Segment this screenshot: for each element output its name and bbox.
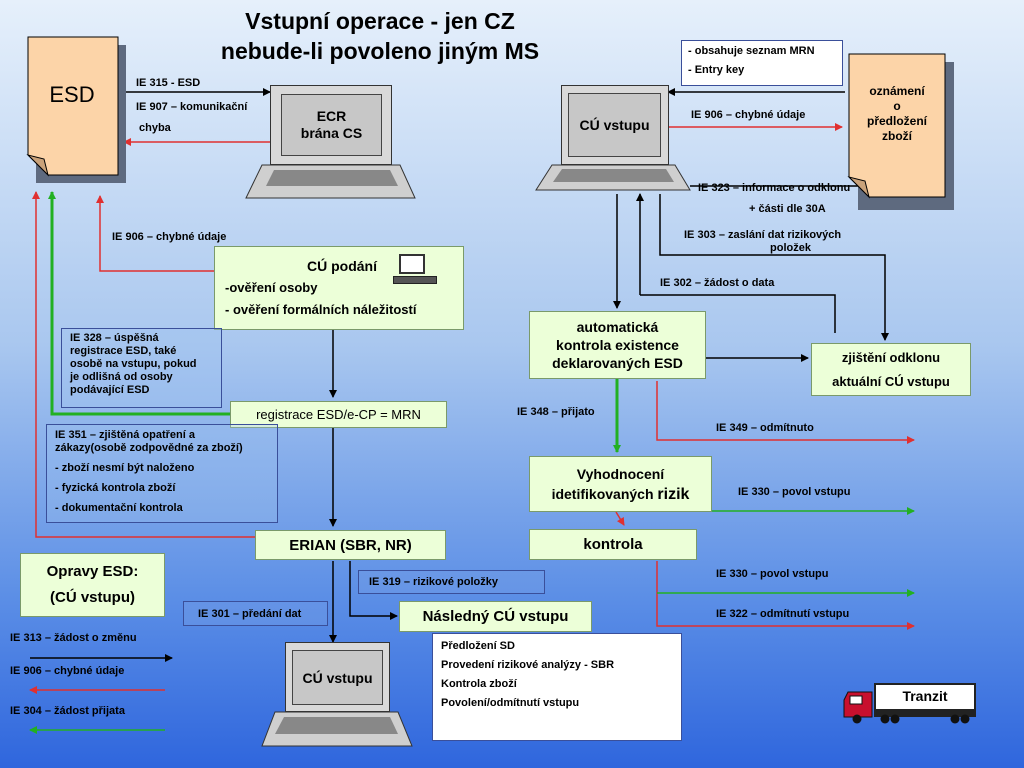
ie351-line-5: - dokumentační kontrola: [55, 502, 183, 514]
cu-podani-title: CÚ podání: [307, 258, 377, 274]
label-ie303-b: položek: [770, 242, 811, 254]
label-ie302: IE 302 – žádost o data: [660, 277, 775, 289]
label-ie330-lower: IE 330 – povol vstupu: [716, 568, 829, 580]
vyhodnoceni-identifikovanych: idetifikovaných: [551, 485, 654, 502]
zjisteni-line-1: zjištění odklonu: [841, 349, 941, 365]
vyhodnoceni-line-1: Vyhodnocení: [576, 465, 665, 482]
ie351-line-4: - fyzická kontrola zboží: [55, 482, 176, 494]
label-ie301-box: IE 301 – předání dat: [183, 601, 328, 626]
registrace-box: registrace ESD/e-CP = MRN: [230, 401, 447, 428]
opravy-line-2: (CÚ vstupu): [50, 589, 135, 606]
notice-line-2: o: [893, 99, 901, 113]
ie351-info-box: IE 351 – zjištěná opatření a zákazy(osob…: [46, 424, 278, 523]
vyhodnoceni-box: Vyhodnocení idetifikovaných rizik: [529, 456, 712, 512]
notice-line-4: zboží: [882, 129, 912, 143]
arrow-erian-red: [32, 191, 255, 538]
label-ie907-b: chyba: [139, 122, 171, 134]
automaticka-line-1: automatická: [576, 319, 659, 335]
title-line-1: Vstupní operace - jen CZ: [245, 8, 515, 34]
vyhodnoceni-rizik: rizik: [657, 485, 690, 503]
laptop-icon-base: [393, 276, 437, 284]
predlozeni-line-3: Kontrola zboží: [441, 678, 517, 690]
label-ie315: IE 315 - ESD: [136, 77, 201, 89]
label-ie906-corr: IE 906 – chybné údaje: [10, 665, 125, 677]
ie351-line-3: - zboží nesmí být naloženo: [55, 462, 195, 474]
ie328-line-4: je odlišná od osoby: [70, 371, 173, 383]
ecr-laptop-display: ECR brána CS: [281, 94, 382, 156]
title-line-2: nebude-li povoleno jiným MS: [220, 38, 540, 64]
page-title: Vstupní operace - jen CZ nebude-li povol…: [0, 6, 760, 66]
mrn-info-box: - obsahuje seznam MRN - Entry key: [681, 40, 843, 86]
notice-line-1: oznámení: [869, 84, 925, 98]
label-ie301: IE 301 – předání dat: [198, 608, 302, 620]
label-ie319-box: IE 319 – rizikové položky: [358, 570, 545, 594]
ie351-line-2: zákazy(osobě zodpovědné za zboží): [55, 442, 243, 454]
label-ie349: IE 349 – odmítnuto: [716, 422, 814, 434]
arrow-ie349: [656, 381, 915, 444]
label-ie906-left: IE 906 – chybné údaje: [112, 231, 227, 243]
cu-podani-box: CÚ podání -ověření osoby - ověření formá…: [214, 246, 464, 330]
automaticka-line-2: kontrola existence: [556, 337, 679, 353]
label-ie319: IE 319 – rizikové položky: [369, 576, 499, 588]
label-ie322: IE 322 – odmítnutí vstupu: [716, 608, 850, 620]
ie328-line-2: registrace ESD, také: [70, 345, 177, 357]
ecr-gateway-label: brána CS: [300, 125, 363, 141]
label-ie906-right: IE 906 – chybné údaje: [691, 109, 806, 121]
label-ie330-upper: IE 330 – povol vstupu: [738, 486, 851, 498]
notice-doc-label: oznámení o předložení zboží: [849, 84, 945, 144]
predlozeni-line-4: Povolení/odmítnutí vstupu: [441, 697, 580, 709]
label-ie323-a: IE 323 – informace o odklonu: [698, 182, 851, 194]
vyhodnoceni-line-2: idetifikovaných rizik: [530, 484, 711, 505]
automaticka-kontrola-box: automatická kontrola existence deklarova…: [529, 311, 706, 379]
esd-doc-label: ESD: [49, 82, 95, 107]
erian-box: ERIAN (SBR, NR): [255, 530, 446, 560]
mrn-info-line-2: - Entry key: [688, 64, 745, 76]
ie351-line-1: IE 351 – zjištěná opatření a: [55, 429, 196, 441]
ecr-label: ECR: [316, 108, 347, 124]
label-ie304: IE 304 – žádost přijata: [10, 705, 125, 717]
kontrola-box: kontrola: [529, 529, 697, 560]
nasledny-cu-box: Následný CÚ vstupu: [399, 601, 592, 632]
zjisteni-line-2: aktuální CÚ vstupu: [832, 373, 950, 389]
predlozeni-info-box: Předložení SD Provedení rizikové analýzy…: [432, 633, 682, 741]
arrow-to-kontrola: [615, 511, 625, 526]
esd-doc-shadow: [36, 45, 126, 183]
arrow-ie322: [656, 561, 915, 630]
cu-top-laptop-display: CÚ vstupu: [568, 93, 661, 157]
label-ie348: IE 348 – přijato: [517, 406, 595, 418]
arrow-ie303: [659, 194, 889, 341]
opravy-line-1: Opravy ESD:: [46, 563, 139, 580]
cu-podani-line-1: -ověření osoby: [225, 280, 318, 295]
automaticka-line-3: deklarovaných ESD: [552, 355, 683, 371]
label-ie303-a: IE 303 – zaslání dat rizikových: [684, 229, 842, 241]
label-ie907-a: IE 907 – komunikační: [136, 101, 248, 113]
notice-line-3: předložení: [866, 114, 927, 128]
ie328-line-5: podávající ESD: [70, 384, 150, 396]
label-ie323-b: + části dle 30A: [749, 203, 826, 215]
predlozeni-line-2: Provedení rizikové analýzy - SBR: [441, 659, 615, 671]
arrow-erian-nasledny: [349, 561, 398, 620]
arrow-mrn-green: [48, 191, 230, 416]
predlozeni-line-1: Předložení SD: [441, 640, 515, 652]
laptop-icon: [399, 254, 425, 274]
cu-bottom-laptop-display: CÚ vstupu: [292, 650, 383, 705]
mrn-info-line-1: - obsahuje seznam MRN: [688, 45, 815, 57]
truck-trailer: Tranzit: [874, 683, 976, 711]
label-ie313: IE 313 – žádost o změnu: [10, 632, 137, 644]
zjisteni-odklonu-box: zjištění odklonu aktuální CÚ vstupu: [811, 343, 971, 396]
line-ie302: [640, 294, 836, 333]
ie328-line-3: osobě na vstupu, pokud: [70, 358, 197, 370]
cu-podani-line-2: - ověření formálních náležitostí: [225, 302, 417, 317]
ie328-line-1: IE 328 – úspěšná: [70, 332, 159, 344]
opravy-esd-box: Opravy ESD: (CÚ vstupu): [20, 553, 165, 617]
arrow-ie906-left: [96, 195, 214, 272]
ie328-info-box: IE 328 – úspěšná registrace ESD, také os…: [61, 328, 222, 408]
